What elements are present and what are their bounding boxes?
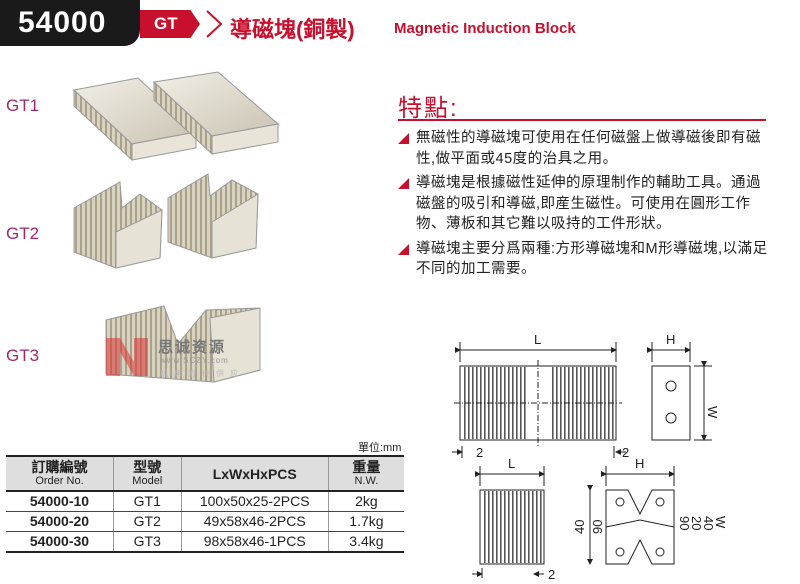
dim-label-2-right: 2 xyxy=(622,445,629,460)
dim-label-40: 40 xyxy=(572,520,587,534)
page-title-en: Magnetic Induction Block xyxy=(394,20,576,37)
drawing-vblock-side: H 40 90 90 20 40 W xyxy=(572,456,728,565)
catalog-code-badge: 54000 xyxy=(0,0,140,46)
features-divider xyxy=(398,119,766,121)
dim-label-w: W xyxy=(705,406,720,419)
feature-item: 無磁性的導磁塊可使用在任何磁盤上做導磁後即有磁性,做平面或45度的治具之用。 xyxy=(398,128,770,169)
dim-label-h2: H xyxy=(635,456,644,471)
feature-item: 導磁塊是根據磁性延伸的原理制作的輔助工具。通過磁盤的吸引和導磁,即産生磁性。可使… xyxy=(398,173,770,235)
drawing-vblock-front: L 2 xyxy=(472,456,555,580)
dim-label-90-left: 90 xyxy=(590,520,605,534)
chevron-right-icon xyxy=(206,10,223,38)
product-label-gt2: GT2 xyxy=(6,224,40,243)
product-label-gt3: GT3 xyxy=(6,346,40,365)
table-row: 54000-20 GT2 49x58x46-2PCS 1.7kg xyxy=(6,511,404,532)
drawing-front-view: L 2 2 xyxy=(452,332,629,460)
catalog-code: 54000 xyxy=(18,6,107,39)
watermark-url: www.SCZY.com xyxy=(160,356,229,365)
gt1-block-left xyxy=(72,77,198,162)
triangle-bullet-icon xyxy=(398,178,409,189)
gt2-vblock-left xyxy=(73,181,163,269)
triangle-bullet-icon xyxy=(398,133,409,144)
watermark-sub: 机床附件供应 xyxy=(160,369,244,378)
dim-label-90-right: 90 xyxy=(677,516,692,530)
dim-label-2-left: 2 xyxy=(476,445,483,460)
series-label: GT xyxy=(154,14,178,33)
features-title: 特點: xyxy=(398,95,459,122)
gt2-vblock-right xyxy=(167,173,259,259)
watermark-logo xyxy=(106,338,148,376)
dim-label-l2: L xyxy=(508,456,515,471)
dim-label-2-bottom: 2 xyxy=(548,567,555,580)
dim-label-l: L xyxy=(534,332,541,347)
product-photos xyxy=(72,71,280,383)
technical-drawing: L 2 2 H W L 2 xyxy=(452,332,728,580)
feature-item: 導磁塊主要分爲兩種:方形導磁塊和M形導磁塊,以滿足不同的加工需要。 xyxy=(398,239,770,280)
unit-note: 單位:mm xyxy=(358,442,402,454)
triangle-bullet-icon xyxy=(398,243,409,255)
dim-label-20: 20 xyxy=(689,516,704,530)
gt1-block-right xyxy=(152,71,280,156)
product-label-gt1: GT1 xyxy=(6,96,40,115)
dim-label-40b: 40 xyxy=(701,516,716,530)
dim-label-h: H xyxy=(666,332,675,347)
table-row: 54000-10 GT1 100x50x25-2PCS 2kg xyxy=(6,491,404,512)
dim-label-w2: W xyxy=(713,516,728,529)
features-list: 無磁性的導磁塊可使用在任何磁盤上做導磁後即有磁性,做平面或45度的治具之用。 導… xyxy=(398,128,770,284)
page-title-cn: 導磁塊(銅製) xyxy=(230,17,355,42)
series-tag: GT xyxy=(140,10,200,38)
col-size: LxWxHxPCS xyxy=(180,455,329,492)
table-row: 54000-30 GT3 98x58x46-1PCS 3.4kg xyxy=(6,531,404,553)
drawing-side-view: H W xyxy=(647,332,720,441)
watermark-name: 思诚资源 xyxy=(158,339,227,356)
